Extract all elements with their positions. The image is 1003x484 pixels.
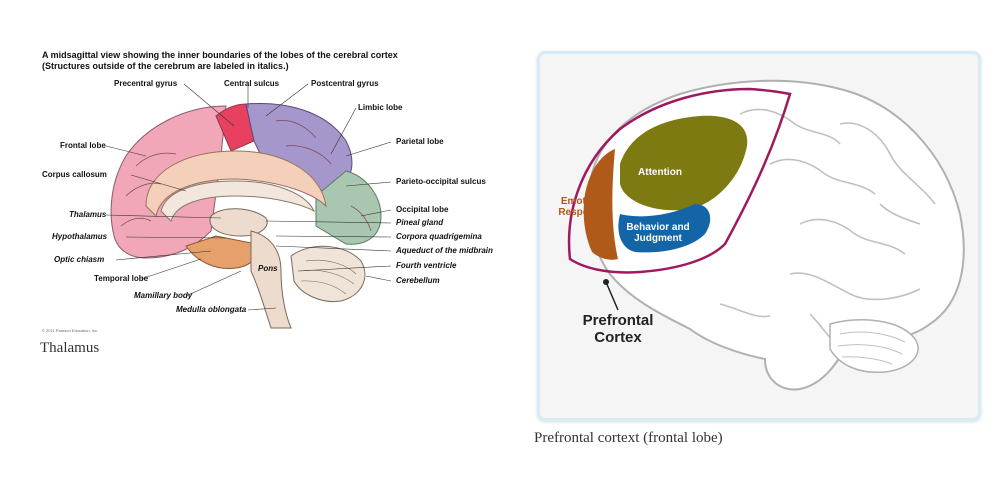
label-medulla-oblongata: Medulla oblongata xyxy=(176,305,247,314)
pfc-label-line1: Prefrontal xyxy=(582,312,654,329)
pfc-label-line2: Cortex xyxy=(594,329,642,346)
attention-region xyxy=(620,115,748,211)
prefrontal-outline xyxy=(567,87,792,274)
label-hypothalamus: Hypothalamus xyxy=(52,232,108,241)
label-fourth-ventricle: Fourth ventricle xyxy=(396,261,457,270)
limbic-lobe-region xyxy=(145,150,327,218)
label-mamillary-body: Mamillary body xyxy=(134,291,193,300)
label-postcentral-gyrus: Postcentral gyrus xyxy=(311,79,379,88)
label-temporal-lobe: Temporal lobe xyxy=(94,274,149,283)
prefrontal-cortex-panel: Attention Emotional Responses Behavior a… xyxy=(537,51,981,421)
label-central-sulcus: Central sulcus xyxy=(224,79,280,88)
label-limbic-lobe: Limbic lobe xyxy=(358,103,403,112)
brainstem-region xyxy=(250,230,292,329)
emotional-responses-label: Emotional Responses xyxy=(550,196,620,218)
label-thalamus: Thalamus xyxy=(69,210,107,219)
label-pineal-gland: Pineal gland xyxy=(396,218,444,227)
copyright-notice: © 2011 Pearson Education, Inc. xyxy=(42,328,99,333)
emotional-label-line2: Responses xyxy=(558,207,612,218)
label-cerebellum: Cerebellum xyxy=(396,276,440,285)
label-pons: Pons xyxy=(258,264,278,273)
cerebellum-region xyxy=(290,245,366,303)
label-optic-chiasm: Optic chiasm xyxy=(54,255,105,264)
behavior-judgment-region xyxy=(618,204,711,253)
label-precentral-gyrus: Precentral gyrus xyxy=(114,79,178,88)
behavior-judgment-label: Behavior and Judgment xyxy=(618,222,698,244)
pfc-pointer-line xyxy=(605,281,619,311)
behavior-label-line1: Behavior and xyxy=(626,222,690,233)
midsagittal-brain-illustration xyxy=(105,83,392,329)
diagram-title-line2: (Structures outside of the cerebrum are … xyxy=(42,61,289,71)
cerebellum-lines xyxy=(837,331,906,365)
diagram-title: A midsagittal view showing the inner bou… xyxy=(42,50,482,72)
label-occipital-lobe: Occipital lobe xyxy=(396,205,449,214)
diagram-title-line1: A midsagittal view showing the inner bou… xyxy=(42,50,398,60)
caption-prefrontal-cortex: Prefrontal cortext (frontal lobe) xyxy=(534,430,723,446)
emotional-label-line1: Emotional xyxy=(560,196,610,207)
behavior-label-line2: Judgment xyxy=(634,233,682,244)
emotional-responses-region xyxy=(583,149,618,260)
caption-thalamus: Thalamus xyxy=(40,340,100,356)
label-parietal-lobe: Parietal lobe xyxy=(396,137,444,146)
prefrontal-cortex-label: Prefrontal Cortex xyxy=(578,312,658,346)
prefrontal-cortex-illustration xyxy=(567,79,965,391)
label-corpus-callosum: Corpus callosum xyxy=(42,170,107,179)
label-frontal-lobe: Frontal lobe xyxy=(60,141,106,150)
attention-label: Attention xyxy=(638,167,682,178)
leader-lines xyxy=(105,83,392,311)
thalamus-region xyxy=(209,208,268,237)
gyri-lines xyxy=(120,120,372,232)
occipital-lobe-region xyxy=(315,170,382,245)
midsagittal-brain-diagram: A midsagittal view showing the inner bou… xyxy=(36,46,506,336)
label-parieto-occipital-sulcus: Parieto-occipital sulcus xyxy=(396,177,486,186)
corpus-callosum-region xyxy=(160,180,316,222)
label-corpora-quadrigemina: Corpora quadrigemina xyxy=(396,232,482,241)
label-aqueduct: Aqueduct of the midbrain xyxy=(396,246,493,255)
